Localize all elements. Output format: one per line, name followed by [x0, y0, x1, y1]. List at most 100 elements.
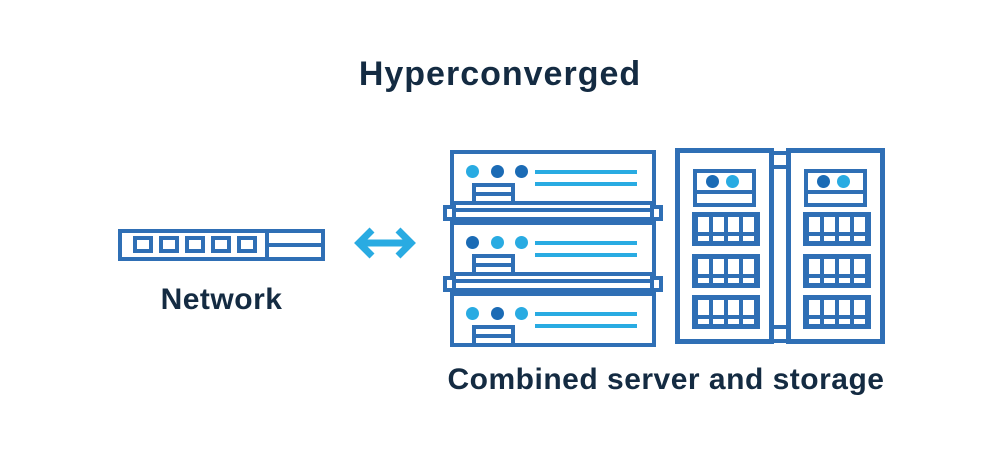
- drive-bay-icon: [692, 212, 760, 246]
- drive-bay-icon: [803, 212, 871, 246]
- bay-cell: [809, 319, 820, 324]
- bay-cell: [854, 277, 865, 283]
- bay-cell: [854, 217, 865, 232]
- switch-port: [133, 236, 153, 253]
- server-led-icon: [515, 307, 528, 320]
- bay-cell: [854, 300, 865, 315]
- tray-bar: [452, 279, 654, 292]
- bay-cell: [809, 217, 820, 232]
- bay-cell: [824, 319, 835, 324]
- bay-cell: [824, 217, 835, 232]
- tower-led-icon: [706, 175, 719, 188]
- switch-port: [237, 236, 257, 253]
- tower-bridge-bottom: [770, 325, 790, 343]
- server-led-icon: [490, 165, 504, 178]
- server-drawer-icon: [472, 183, 515, 201]
- drive-bay-icon: [803, 295, 871, 329]
- server-detail-line: [535, 182, 637, 186]
- bay-cell: [824, 236, 835, 241]
- server-led-icon: [515, 165, 528, 178]
- switch-port: [211, 236, 231, 253]
- bay-cell: [743, 236, 754, 241]
- bay-cell: [854, 258, 865, 274]
- bay-cell: [713, 319, 724, 324]
- bay-cell: [809, 300, 820, 315]
- server-led-icon: [490, 307, 504, 320]
- server-stack: [443, 150, 663, 347]
- switch-port-row: [133, 236, 257, 253]
- server-detail-line: [535, 312, 637, 316]
- bay-cell: [743, 319, 754, 324]
- panel-divider: [697, 190, 752, 194]
- bay-cell: [809, 277, 820, 283]
- drive-bay-icon: [692, 295, 760, 329]
- bay-cell: [728, 319, 739, 324]
- network-switch-icon: [118, 229, 325, 261]
- tower-led-icon: [726, 175, 739, 188]
- drive-bay-icon: [803, 253, 871, 288]
- tray-bar: [452, 208, 654, 221]
- tower-led-icon: [837, 175, 850, 188]
- bay-cell: [713, 300, 724, 315]
- bay-cell: [743, 217, 754, 232]
- bay-cell: [698, 258, 709, 274]
- server-unit-icon: [450, 150, 656, 205]
- tower-panel: [693, 169, 756, 207]
- bay-cell: [728, 258, 739, 274]
- bay-cell: [698, 319, 709, 324]
- bay-cell: [743, 277, 754, 283]
- bay-cell: [854, 236, 865, 241]
- bay-cell: [713, 277, 724, 283]
- bay-cell: [839, 217, 850, 232]
- server-led-icon: [466, 165, 479, 178]
- server-detail-line: [535, 324, 637, 328]
- server-led-icon: [490, 236, 504, 249]
- bay-cell: [728, 300, 739, 315]
- server-detail-line: [535, 241, 637, 245]
- bay-cell: [809, 236, 820, 241]
- network-label: Network: [160, 283, 283, 316]
- bay-cell: [698, 277, 709, 283]
- tower-bridge-top: [770, 151, 790, 169]
- bay-cell: [713, 236, 724, 241]
- server-led-icon: [515, 236, 528, 249]
- server-led-icon: [466, 236, 479, 249]
- bay-cell: [698, 300, 709, 315]
- bay-cell: [713, 217, 724, 232]
- tower-led-icon: [817, 175, 830, 188]
- bay-cell: [728, 236, 739, 241]
- bay-cell: [824, 277, 835, 283]
- server-detail-line: [535, 170, 637, 174]
- panel-divider: [808, 190, 863, 194]
- bay-cell: [743, 300, 754, 315]
- switch-port: [159, 236, 179, 253]
- switch-port: [185, 236, 205, 253]
- server-unit-icon: [450, 221, 656, 276]
- storage-tower-icon: [786, 148, 885, 344]
- bay-cell: [728, 217, 739, 232]
- server-tray: [443, 276, 663, 292]
- bay-cell: [839, 319, 850, 324]
- server-unit-icon: [450, 292, 656, 347]
- storage-tower-icon: [675, 148, 774, 344]
- switch-divider: [265, 233, 269, 257]
- bay-cell: [854, 319, 865, 324]
- bay-cell: [698, 217, 709, 232]
- bay-cell: [698, 236, 709, 241]
- diagram-title: Hyperconverged: [358, 55, 642, 93]
- bay-cell: [839, 300, 850, 315]
- server-detail-line: [535, 253, 637, 257]
- bidirectional-arrow-icon: [354, 227, 416, 259]
- bay-cell: [839, 236, 850, 241]
- switch-vent-line: [269, 243, 321, 247]
- bay-cell: [713, 258, 724, 274]
- bay-cell: [809, 258, 820, 274]
- server-tray: [443, 205, 663, 221]
- bay-cell: [824, 258, 835, 274]
- bay-cell: [839, 258, 850, 274]
- bay-cell: [743, 258, 754, 274]
- bay-cell: [824, 300, 835, 315]
- combined-label: Combined server and storage: [447, 363, 885, 396]
- server-drawer-icon: [472, 254, 515, 272]
- server-drawer-icon: [472, 325, 515, 343]
